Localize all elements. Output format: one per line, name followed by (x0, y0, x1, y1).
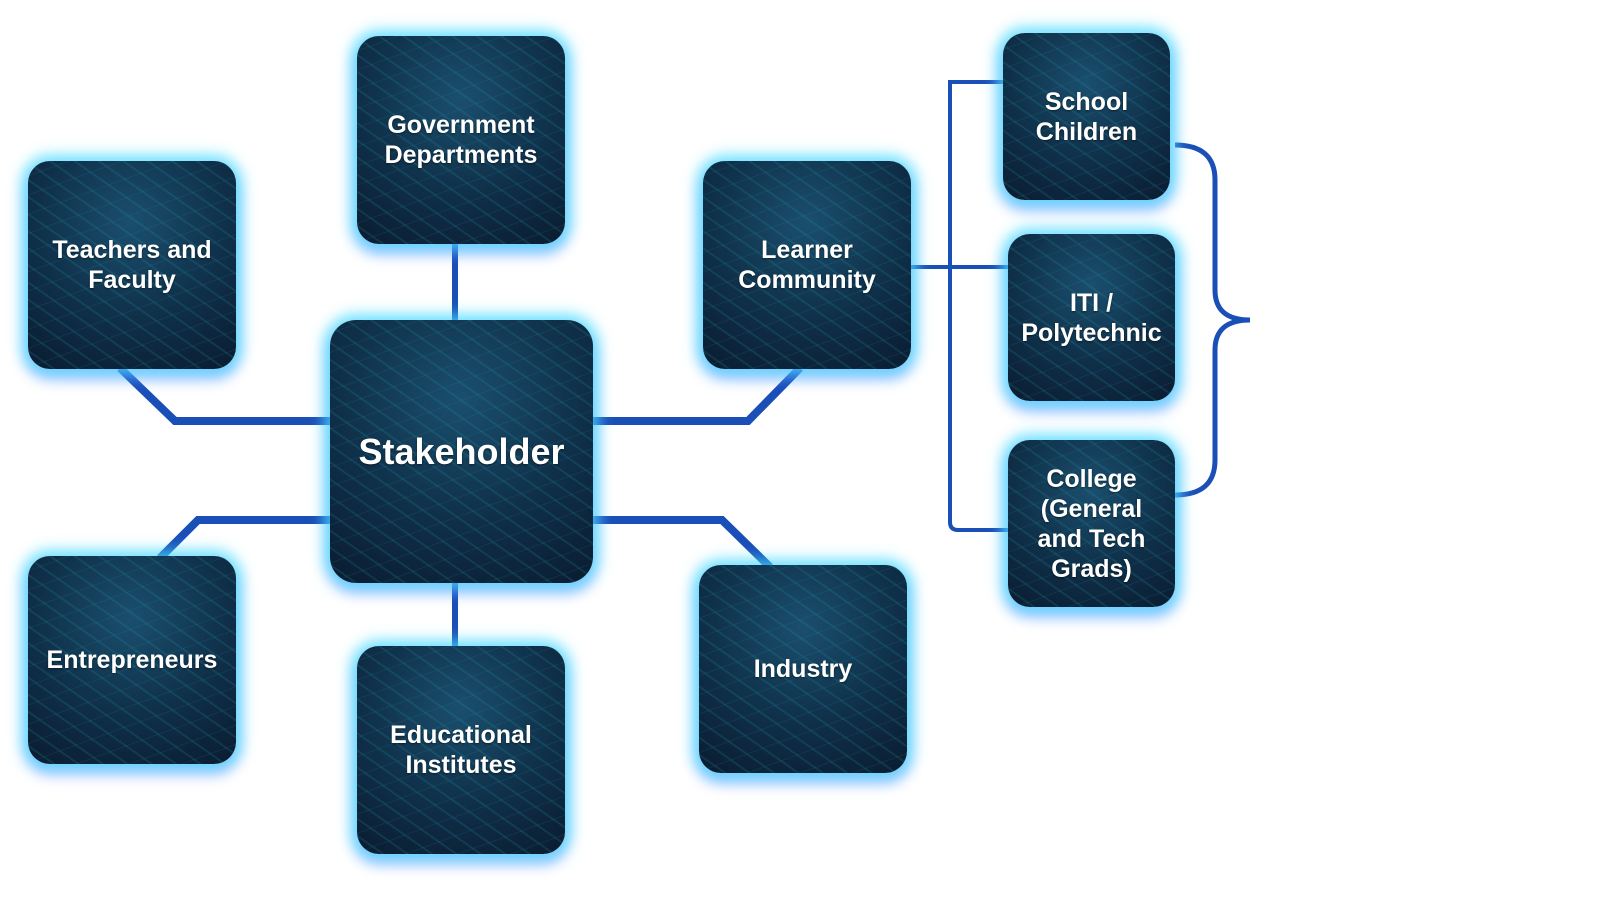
node-industry: Industry (699, 565, 907, 773)
link-teachers (117, 365, 332, 425)
label: Entrepreneurs (46, 646, 218, 674)
label: Government Departments (384, 111, 538, 169)
node-educational: Educational Institutes (357, 646, 565, 854)
node-iti: ITI / Polytechnic (1008, 234, 1175, 401)
node-stakeholder: Stakeholder (330, 320, 593, 583)
node-college: College (General and Tech Grads) (1008, 440, 1175, 607)
label: College (General and Tech Grads) (1037, 464, 1146, 583)
label: School Children (1035, 87, 1138, 146)
label: Industry (753, 655, 853, 683)
curly-brace (1174, 142, 1251, 498)
link-learner (591, 365, 803, 425)
label: Learner Community (738, 236, 876, 294)
link-entrepreneurs (157, 516, 332, 561)
label: Educational Institutes (390, 721, 532, 779)
label: ITI / Polytechnic (1021, 288, 1162, 347)
node-teachers: Teachers and Faculty (28, 161, 236, 369)
node-government: Government Departments (357, 36, 565, 244)
node-learner: Learner Community (703, 161, 911, 369)
branch-bracket (948, 80, 1008, 532)
label: Teachers and Faculty (52, 236, 212, 294)
node-entrepreneurs: Entrepreneurs (28, 556, 236, 764)
label: Stakeholder (358, 430, 565, 472)
link-industry (591, 516, 773, 570)
node-school: School Children (1003, 33, 1170, 200)
